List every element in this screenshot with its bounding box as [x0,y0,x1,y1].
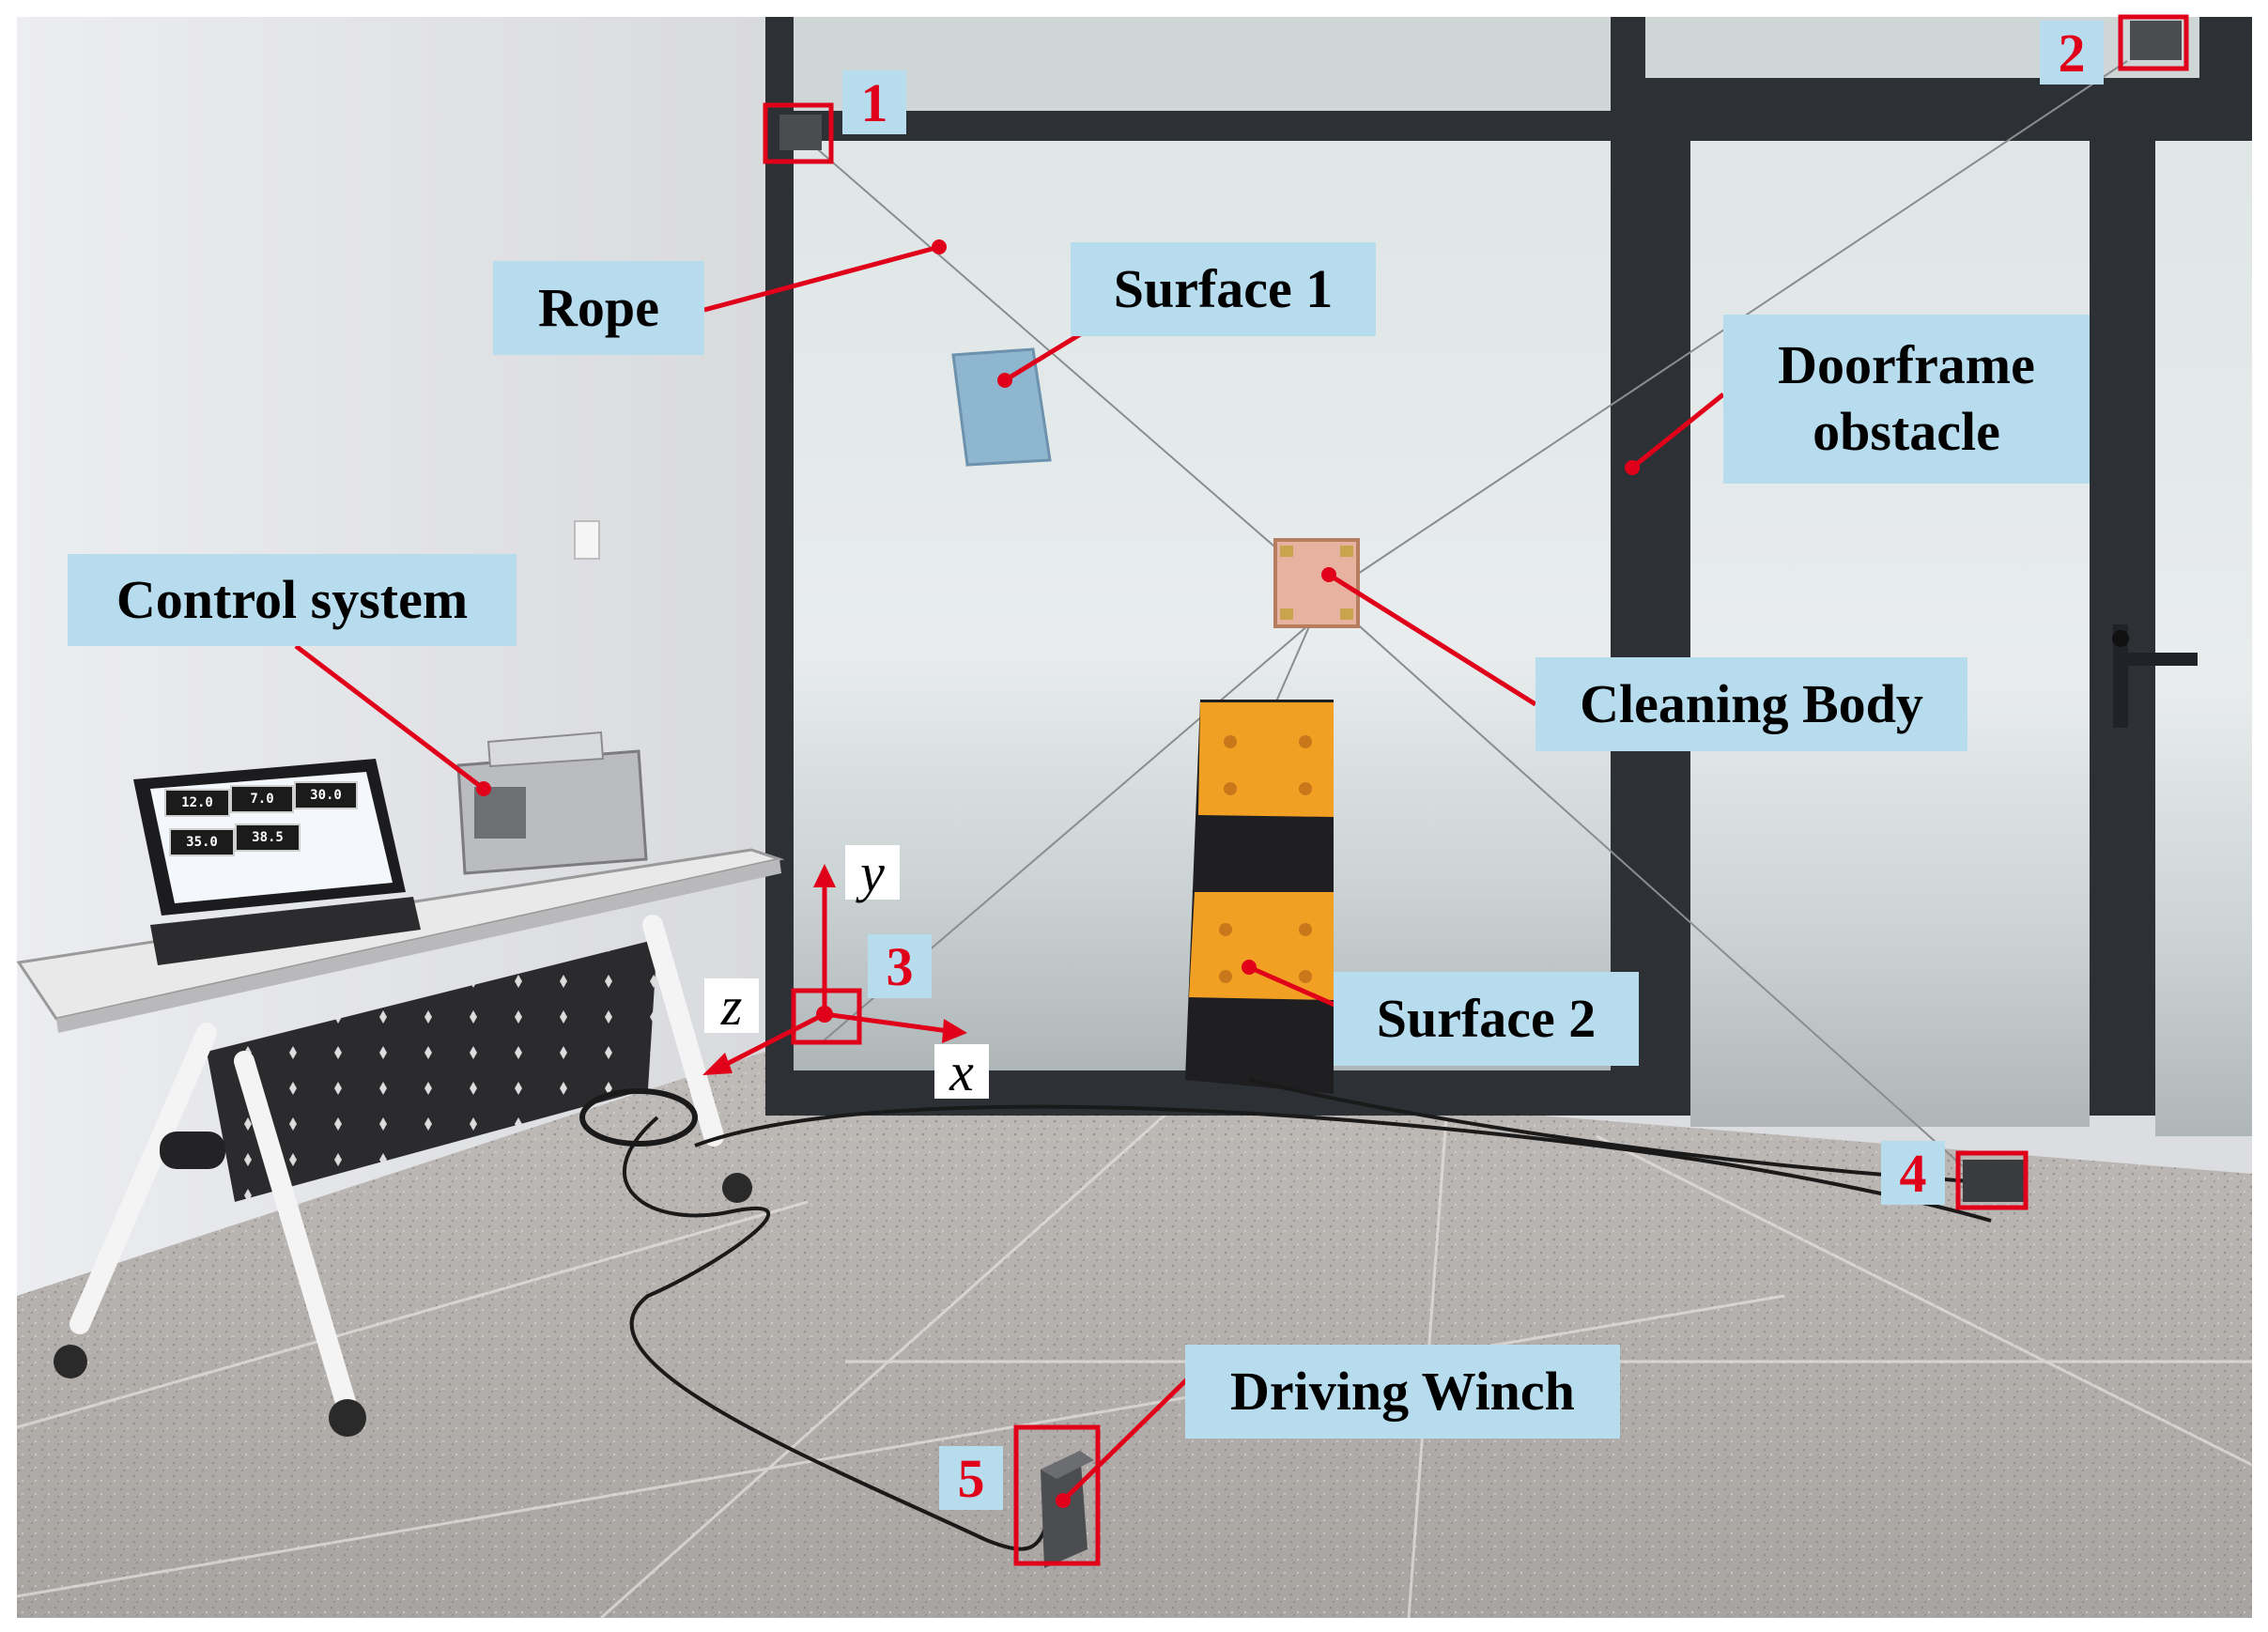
winch-number-5: 5 [939,1446,1003,1510]
screen-value-5: 38.5 [235,824,301,852]
winch-number-1: 1 [842,70,906,134]
screen-value-1: 12.0 [164,789,230,817]
screen-value-3: 30.0 [294,781,358,809]
winch-number-4: 4 [1881,1141,1945,1205]
rope-label: Rope [493,261,704,355]
axis-z-label: z [704,976,759,1037]
winch-number-3: 3 [868,934,932,998]
axis-x-label: x [934,1041,989,1102]
cleaning-body-label: Cleaning Body [1535,657,1967,751]
driving-winch-label: Driving Winch [1185,1345,1620,1439]
axis-y-label: y [845,842,900,903]
surface-2-label: Surface 2 [1334,972,1639,1066]
surface-1-label: Surface 1 [1071,242,1376,336]
doorframe-obstacle-label: Doorframe obstacle [1723,315,2090,484]
screen-value-4: 35.0 [169,828,235,856]
control-system-label: Control system [68,554,517,646]
screen-value-2: 7.0 [230,785,294,813]
winch-number-2: 2 [2040,21,2104,85]
